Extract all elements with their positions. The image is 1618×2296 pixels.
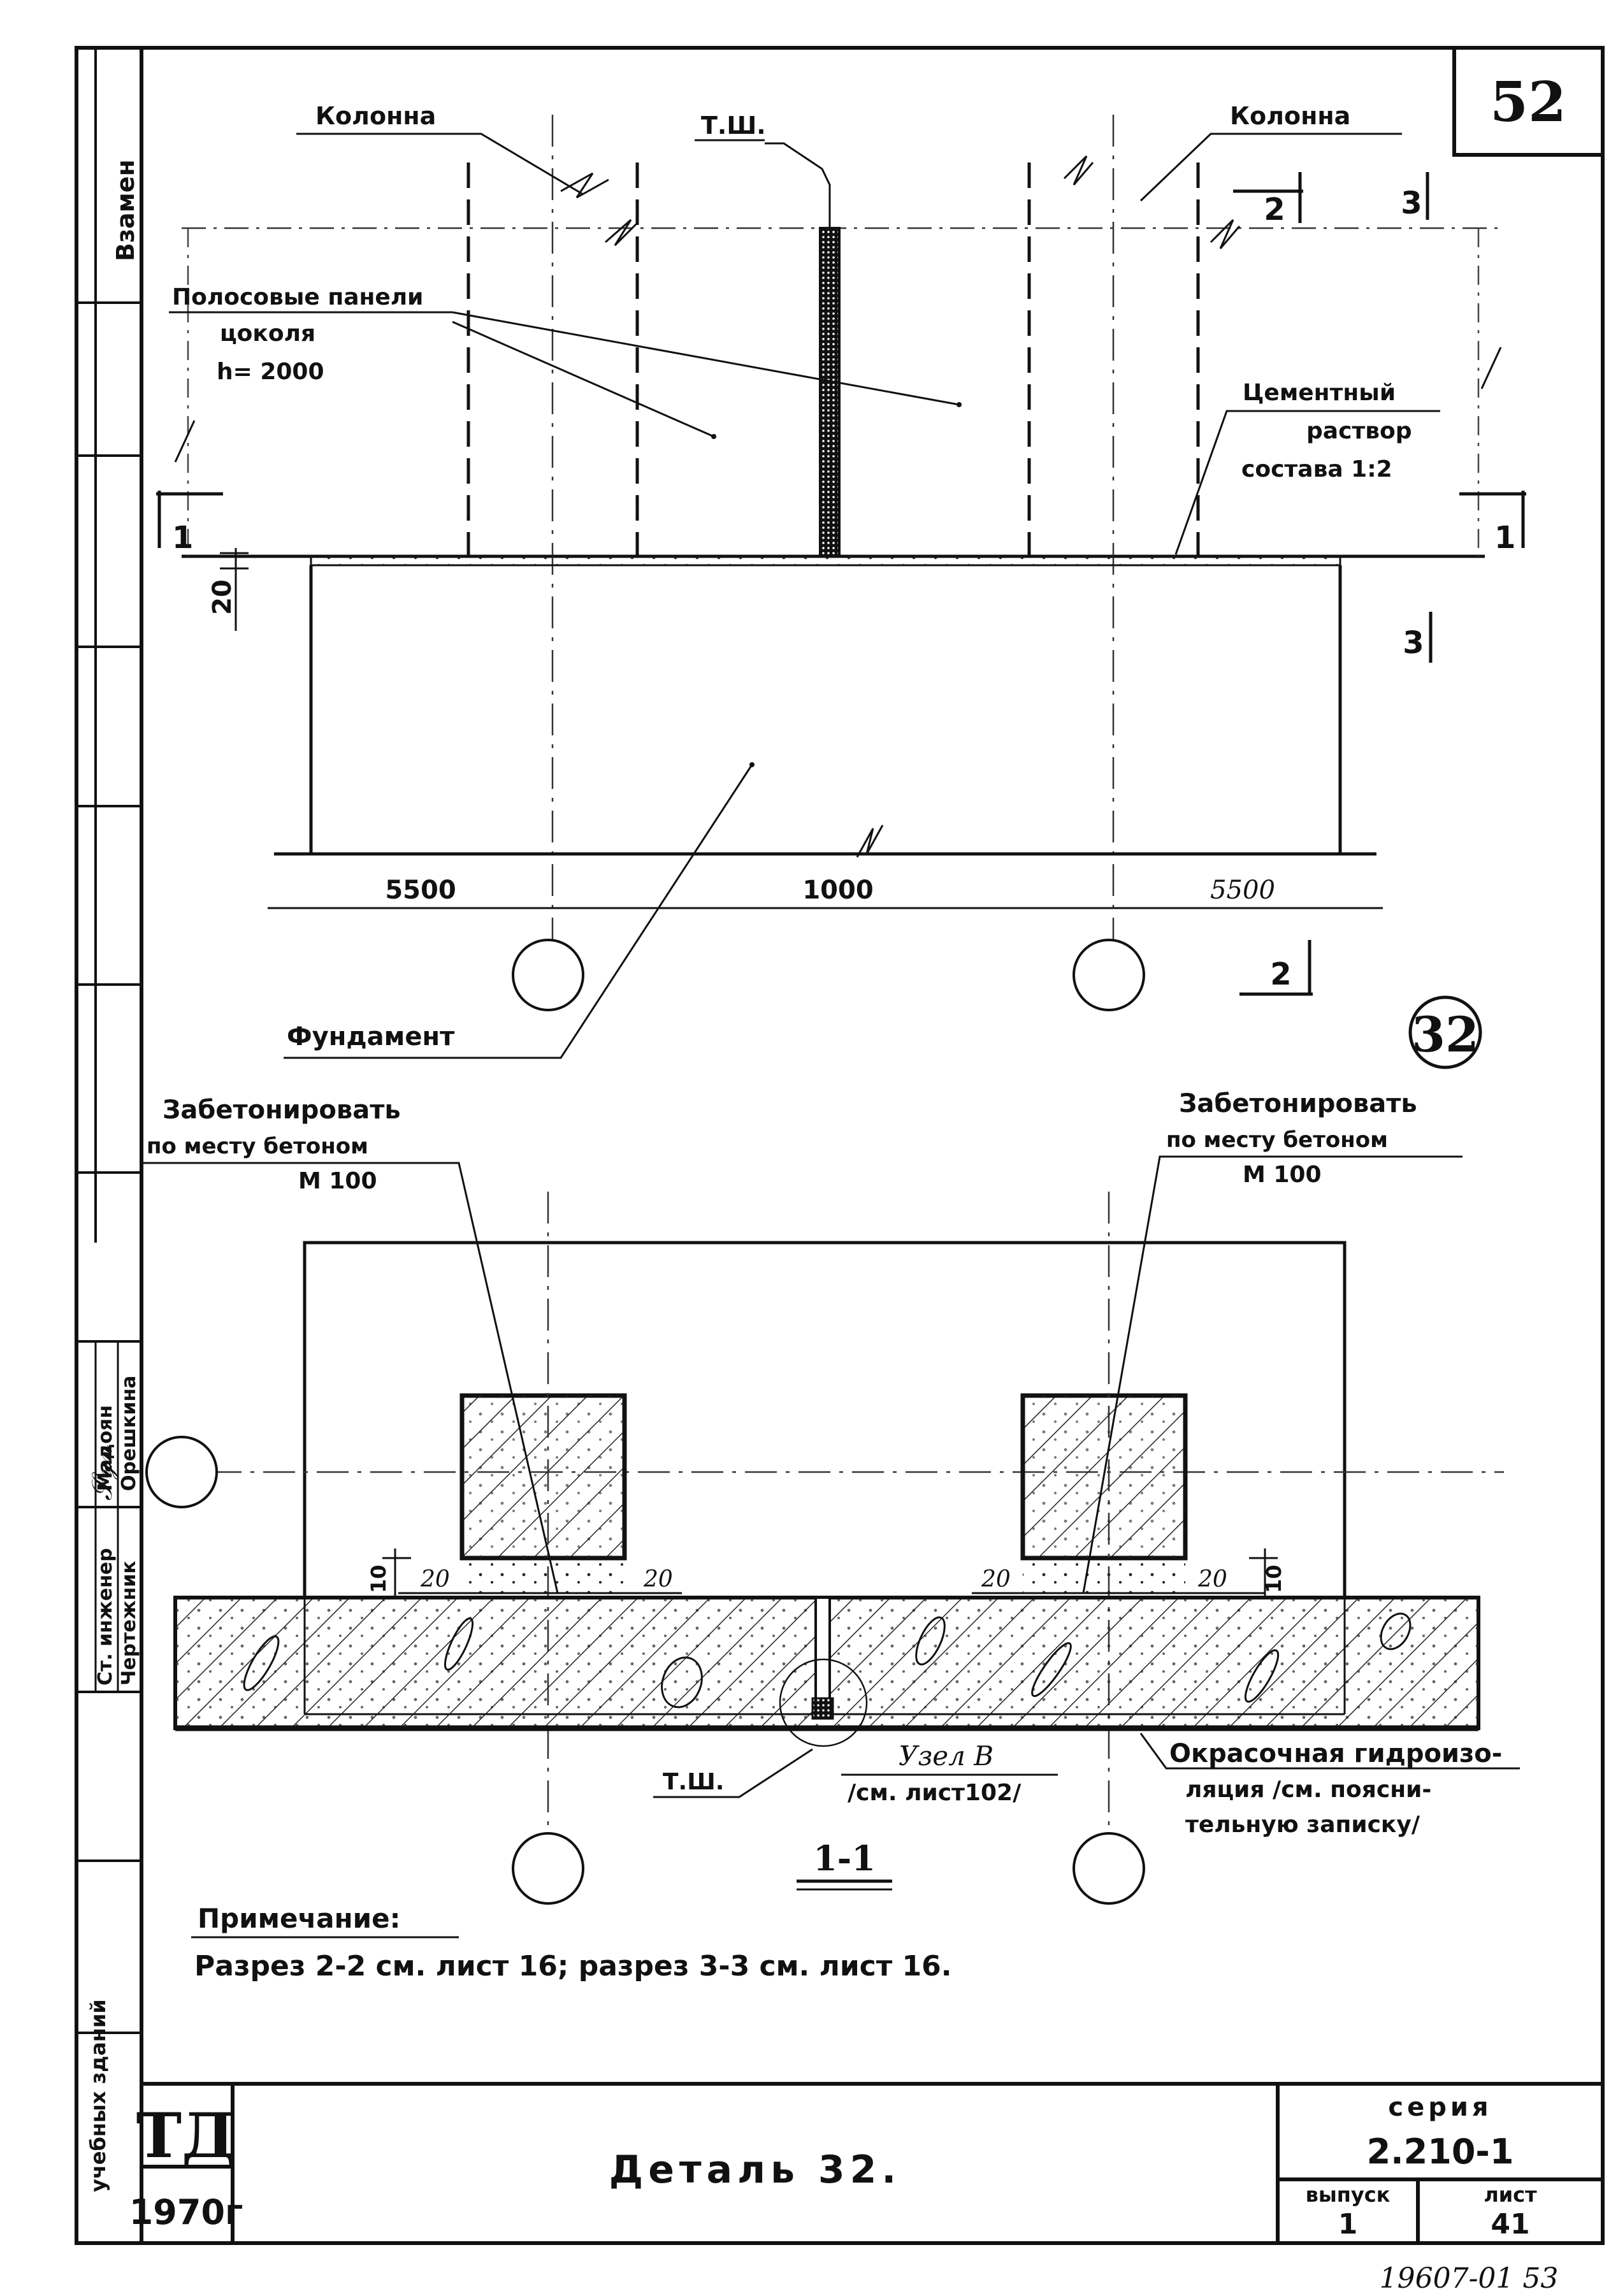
- section-title: 1-1: [813, 1838, 876, 1879]
- series-value: 2.210-1: [1367, 2132, 1514, 2172]
- sheet-number-box: 52: [1452, 46, 1605, 157]
- drawing-title: Деталь 32.: [609, 2148, 901, 2192]
- concrete-right-label-3: М 100: [1243, 1162, 1322, 1188]
- waterproofing-label-3: тельную записку/: [1185, 1812, 1420, 1838]
- gap-dim-4: 20: [1197, 1566, 1227, 1592]
- column-right: [1027, 162, 1200, 556]
- mortar-label-1: Цементный: [1243, 380, 1396, 406]
- node-label-2: /см. лист102/: [848, 1780, 1022, 1806]
- section-mark-2-top: [1233, 172, 1303, 223]
- foundation: [274, 565, 1376, 856]
- waterproofing-label-1: Окрасочная гидроизо-: [1169, 1739, 1502, 1768]
- issue-label: выпуск: [1306, 2183, 1390, 2207]
- level-dim-right: 10: [1262, 1564, 1286, 1593]
- footer-number: 19607-01 53: [1380, 2262, 1559, 2295]
- concrete-left-label-3: М 100: [298, 1168, 377, 1194]
- org-mark: ТД: [136, 2100, 236, 2172]
- signature-1: 𝒮𝓎𝓃: [86, 1445, 119, 1501]
- section-1-right-label: 1: [1494, 520, 1515, 556]
- joint-label: Т.Ш.: [701, 112, 766, 140]
- node-label-1: Узел В: [899, 1740, 993, 1772]
- concrete-left-label-1: Забетонировать: [163, 1095, 401, 1125]
- axis-bubble-bottom-right: [1073, 1832, 1145, 1905]
- foundation-label: Фундамент: [287, 1022, 455, 1051]
- panels-label-1: Полосовые панели: [172, 284, 423, 310]
- section-3-bottom-label: 3: [1403, 625, 1424, 661]
- node-b-circle: [779, 1658, 868, 1747]
- detail-number: 32: [1412, 1006, 1479, 1063]
- axis-bubble-bottom-left: [512, 1832, 584, 1905]
- series-label: серия: [1388, 2093, 1492, 2122]
- waterproofing-label-2: ляция /см. поясни-: [1185, 1777, 1431, 1803]
- gap-dim-3: 20: [981, 1566, 1011, 1592]
- axis-bubble-left: [512, 939, 584, 1011]
- mortar-dimension: 20: [208, 579, 237, 615]
- gap-dim-2: 20: [643, 1566, 673, 1592]
- section-3-top-label: 3: [1401, 185, 1422, 221]
- mortar-label-2: раствор: [1306, 418, 1412, 444]
- vertical-caption: учебных зданий: [86, 1999, 110, 2192]
- column-left-label: Колонна: [315, 102, 436, 130]
- issue-value: 1: [1338, 2208, 1358, 2241]
- axis-bubble-right: [1073, 939, 1145, 1011]
- mortar-layer: [310, 555, 1341, 567]
- section-1-left-label: 1: [172, 520, 193, 556]
- title-block: [141, 2082, 1603, 2243]
- axis-bubble-side: [145, 1436, 218, 1508]
- section-2-top-label: 2: [1264, 192, 1285, 227]
- dim-right: 5500: [1210, 876, 1275, 905]
- year: 1970г: [129, 2192, 243, 2232]
- concrete-right-label-2: по месту бетоном: [1166, 1127, 1388, 1153]
- section-joint-label: Т.Ш.: [663, 1769, 724, 1795]
- role-senior-engineer: Ст. инженер: [94, 1548, 117, 1686]
- panels-label-3: h= 2000: [217, 359, 324, 385]
- column-left: [466, 162, 639, 556]
- joint-seal: [819, 227, 841, 558]
- vzamen-label: Взамен: [112, 159, 140, 261]
- section-mark-2-bottom: [1239, 940, 1313, 996]
- section-mark-1-left: [156, 491, 223, 548]
- sheet-number: 52: [1490, 70, 1566, 134]
- note-text: Разрез 2-2 см. лист 16; разрез 3-3 см. л…: [194, 1950, 952, 1982]
- name-oreshkina: Орешкина: [118, 1375, 140, 1491]
- concrete-right-label-1: Забетонировать: [1179, 1089, 1417, 1118]
- detail-number-circle: [1408, 995, 1482, 1069]
- column-right-label: Колонна: [1230, 102, 1350, 130]
- dim-left: 5500: [385, 876, 456, 905]
- dim-middle: 1000: [802, 876, 873, 905]
- level-dim-left: 10: [366, 1564, 391, 1593]
- section-2-bottom-label: 2: [1270, 957, 1291, 992]
- mortar-label-3: состава 1:2: [1241, 456, 1392, 482]
- concrete-left-label-2: по месту бетоном: [147, 1134, 368, 1159]
- sheet-label: лист: [1484, 2183, 1537, 2207]
- section-1-1-view: 20 20 20 20 10 10 Забетонировать по мест…: [143, 1089, 1520, 1905]
- gap-dim-1: 20: [420, 1566, 450, 1592]
- name-madoyan: Мадоян: [94, 1405, 117, 1491]
- panels-label-2: цоколя: [220, 321, 315, 347]
- section-mark-1-right: [1459, 491, 1526, 548]
- note-block: Примечание: Разрез 2-2 см. лист 16; разр…: [191, 1903, 952, 1982]
- left-margin: Взамен Ст. инженер Чертежник Мадоян Ореш…: [86, 159, 140, 2192]
- sheet-value: 41: [1491, 2208, 1529, 2241]
- note-heading: Примечание:: [198, 1903, 400, 1934]
- elevation-view: 5500 1000 5500 1 1 2 3 3 2: [156, 102, 1526, 1069]
- role-draftsman: Чертежник: [118, 1561, 140, 1686]
- sheet-frame: [75, 46, 1605, 2245]
